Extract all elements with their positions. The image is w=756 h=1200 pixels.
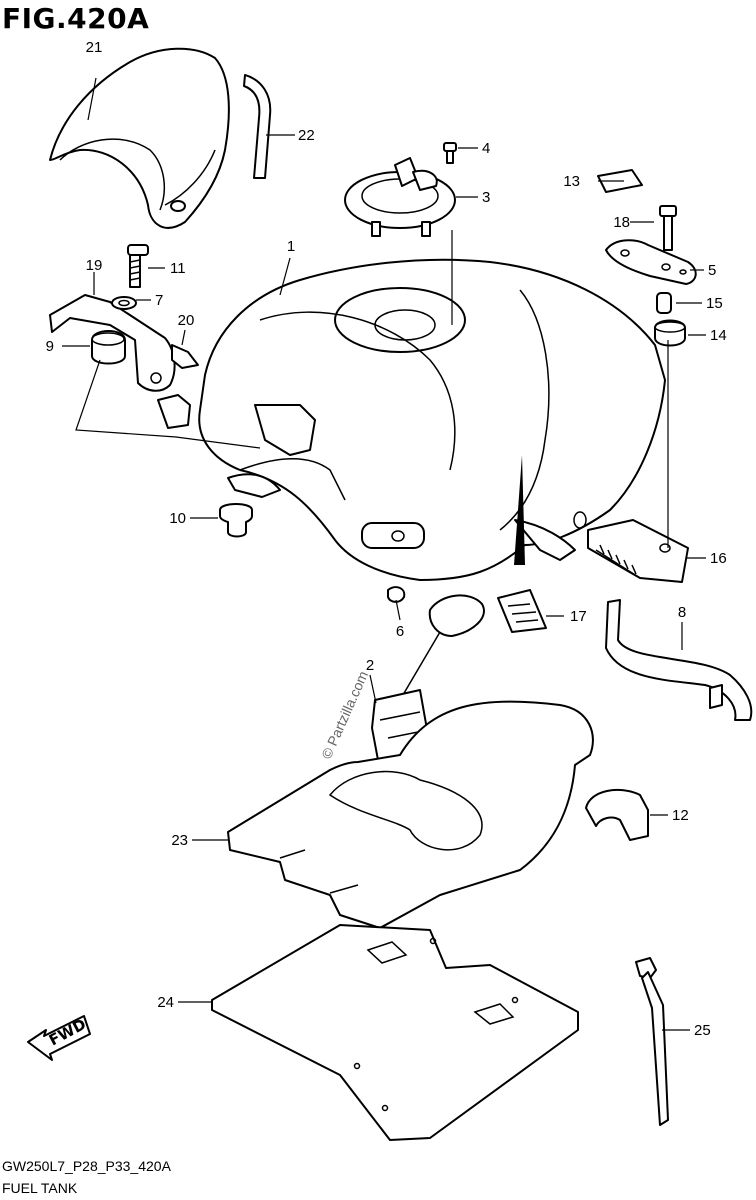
callout-2: 2 (366, 657, 374, 674)
callout-12: 12 (672, 807, 689, 824)
callout-10: 10 (169, 510, 186, 527)
part-5-bracket[interactable] (605, 239, 697, 285)
callout-21: 21 (86, 39, 103, 56)
part-10-grommet[interactable] (219, 503, 253, 538)
callout-1: 1 (287, 238, 295, 255)
callout-14: 14 (710, 327, 727, 344)
part-4-screw[interactable] (443, 142, 457, 164)
part-16-cushion-rubber[interactable] (587, 519, 689, 583)
callout-23: 23 (171, 832, 188, 849)
figure-name: FUEL TANK (2, 1180, 78, 1196)
fwd-direction-arrow: FWD (27, 1015, 91, 1061)
callout-8: 8 (678, 604, 686, 621)
part-18-bolt[interactable] (659, 205, 677, 251)
part-3-fuel-cap[interactable] (344, 157, 456, 237)
callout-19: 19 (86, 257, 103, 274)
callout-24: 24 (157, 994, 174, 1011)
callout-17: 17 (570, 608, 587, 625)
part-7-washer[interactable] (111, 296, 137, 310)
callout-22: 22 (298, 127, 315, 144)
callout-11: 11 (170, 260, 186, 277)
watermark: © Partzilla.com (318, 669, 371, 762)
callout-9: 9 (46, 338, 54, 355)
part-8-hose[interactable] (605, 599, 753, 721)
part-20-clamp[interactable] (171, 344, 199, 369)
figure-title: FIG.420A (2, 2, 150, 35)
part-12-clamp[interactable] (585, 788, 649, 841)
callout-15: 15 (706, 295, 723, 312)
callout-4: 4 (482, 140, 490, 157)
part-22-trim-strip[interactable] (243, 74, 272, 179)
part-11-bolt[interactable] (127, 244, 149, 288)
part-25-cable-tie[interactable] (635, 957, 669, 1126)
part-9-damper[interactable] (91, 330, 126, 365)
part-17-label[interactable] (497, 589, 547, 633)
part-21-tank-cover[interactable] (49, 47, 230, 229)
part-1-fuel-tank[interactable] (157, 258, 666, 581)
figure-code: GW250L7_P28_P33_420A (2, 1158, 171, 1174)
part-19-bracket[interactable] (49, 294, 176, 392)
callout-25: 25 (694, 1022, 711, 1039)
part-24-protector-plate[interactable] (211, 924, 579, 1141)
part-15-collar[interactable] (656, 292, 672, 314)
callout-16: 16 (710, 550, 727, 567)
callout-labels: 21 22 4 3 1 13 18 5 15 14 16 8 12 25 11 … (46, 39, 727, 1039)
callout-13: 13 (563, 173, 580, 190)
callout-18: 18 (613, 214, 630, 231)
part-6-o-ring[interactable] (387, 586, 406, 603)
callout-7: 7 (155, 292, 163, 309)
callout-3: 3 (482, 189, 490, 206)
callout-6: 6 (396, 623, 404, 640)
part-14-cushion[interactable] (654, 319, 686, 347)
callout-20: 20 (178, 312, 195, 329)
part-23-protector-plate[interactable] (227, 700, 594, 929)
leader-lines (62, 77, 706, 1031)
callout-5: 5 (708, 262, 716, 279)
